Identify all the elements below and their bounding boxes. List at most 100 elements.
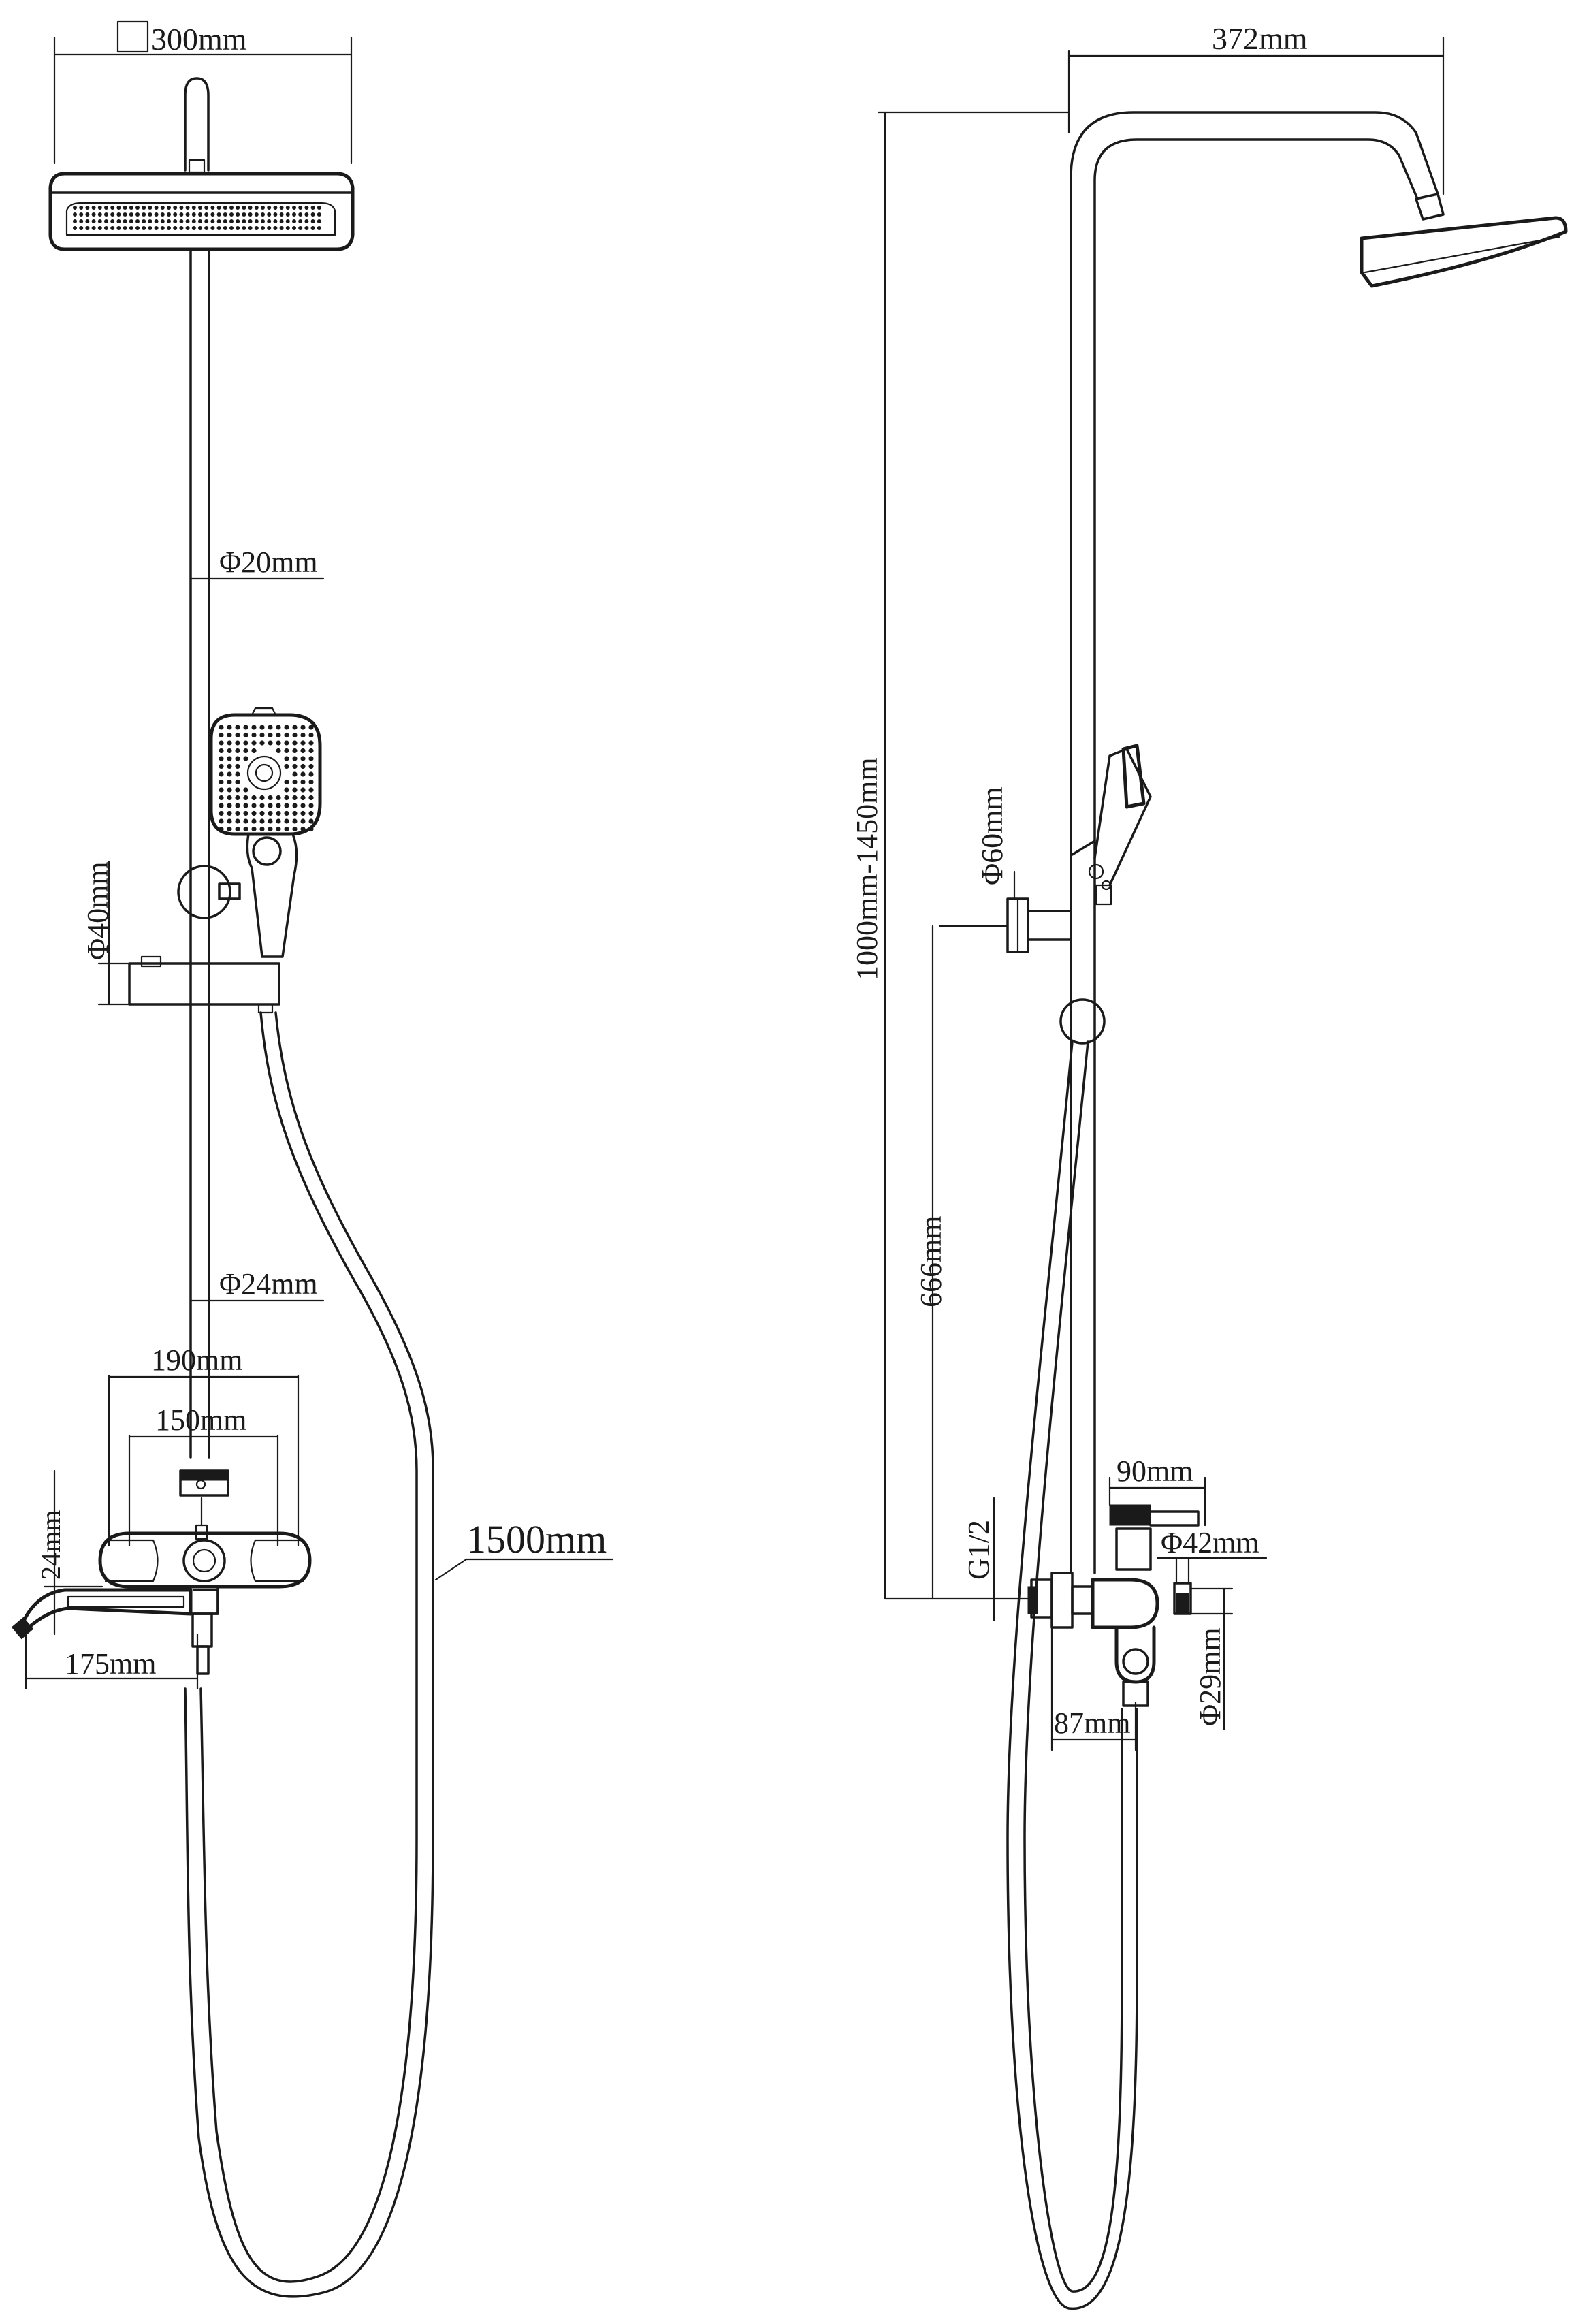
- hand-nozzle-dot: [284, 787, 289, 793]
- nozzle-dot: [273, 212, 278, 217]
- nozzle-dot: [116, 219, 121, 223]
- slide-holder: [128, 865, 280, 1014]
- nozzle-dot: [129, 219, 133, 223]
- nozzle-dot: [160, 212, 165, 217]
- nozzle-dot: [179, 219, 184, 223]
- hand-nozzle-dot: [276, 748, 281, 754]
- hand-nozzle-dot: [227, 771, 232, 777]
- nozzle-dot: [116, 226, 121, 230]
- hand-nozzle-dot: [284, 740, 289, 746]
- nozzle-dot: [204, 212, 209, 217]
- hand-nozzle-dot: [276, 803, 281, 808]
- hand-nozzle-dot: [243, 748, 248, 754]
- nozzle-dot: [160, 219, 165, 223]
- nozzle-dot: [292, 206, 296, 210]
- hand-nozzle-dot: [268, 810, 273, 816]
- rail-upper-label: Φ20mm: [219, 545, 318, 579]
- nozzle-dot: [142, 226, 146, 230]
- nozzle-dot: [310, 226, 315, 230]
- nozzle-dot: [185, 206, 190, 210]
- nozzle-dot: [116, 206, 121, 210]
- nozzle-dot: [167, 226, 171, 230]
- nozzle-dot: [173, 212, 178, 217]
- valve-width-dimensions: 190mm 150mm: [108, 1343, 300, 1547]
- holder-diameter-dimension: Φ40mm: [81, 860, 134, 1006]
- hand-nozzle-dot: [243, 740, 248, 746]
- nozzle-dot: [191, 219, 196, 223]
- nozzle-dot: [129, 226, 133, 230]
- arm-connector: [188, 159, 206, 174]
- nozzle-dot: [173, 219, 178, 223]
- nozzle-dot: [110, 212, 115, 217]
- nozzle-dot: [254, 212, 259, 217]
- mixer-valve: [98, 1469, 312, 1615]
- hand-nozzle-dot: [300, 795, 306, 801]
- hand-nozzle-dot: [227, 779, 232, 785]
- nozzle-dot: [236, 212, 240, 217]
- hand-nozzle-dot: [300, 818, 306, 824]
- nozzle-dot: [79, 226, 84, 230]
- hand-nozzle-dot: [300, 787, 306, 793]
- hand-nozzle-dot: [235, 818, 240, 824]
- hand-nozzle-dot: [227, 756, 232, 761]
- hand-nozzle-dot: [292, 818, 298, 824]
- hand-nozzle-dot: [268, 740, 273, 746]
- nozzle-dot: [317, 206, 321, 210]
- hand-nozzle-dot: [284, 795, 289, 801]
- nozzle-dot: [110, 219, 115, 223]
- hand-nozzle-dot: [251, 740, 257, 746]
- side-view: 372mm 1000mm-1450mm: [850, 21, 1568, 2310]
- hand-nozzle-dot: [227, 803, 232, 808]
- hand-nozzle-dot: [276, 818, 281, 824]
- hand-nozzle-dot: [243, 810, 248, 816]
- hand-nozzle-dot: [292, 725, 298, 730]
- nozzle-dot: [254, 219, 259, 223]
- hand-nozzle-dot: [219, 756, 224, 761]
- hand-nozzle-dot: [235, 787, 240, 793]
- hand-nozzle-dot: [259, 725, 265, 730]
- hand-nozzle-dot: [235, 748, 240, 754]
- nozzle-dot: [129, 212, 133, 217]
- nozzle-dot: [223, 212, 227, 217]
- nozzle-dot: [273, 226, 278, 230]
- nozzle-dot: [204, 219, 209, 223]
- hand-nozzle-dot: [219, 732, 224, 738]
- valve-height-dimension: 24mm: [35, 1469, 103, 1636]
- nozzle-dot: [298, 226, 303, 230]
- hand-nozzle-dot: [243, 756, 248, 761]
- arm-reach-label: 372mm: [1212, 21, 1308, 56]
- nozzle-dot: [185, 226, 190, 230]
- nozzle-dot: [210, 212, 215, 217]
- hand-nozzle-dot: [235, 756, 240, 761]
- nozzle-dot: [216, 219, 221, 223]
- hand-nozzle-dot: [219, 748, 224, 754]
- valve-body-diameter-label: Φ42mm: [1161, 1526, 1259, 1559]
- nozzle-dot: [135, 206, 140, 210]
- nozzle-dot: [304, 219, 309, 223]
- nozzle-dot: [236, 226, 240, 230]
- nozzle-dot: [160, 206, 165, 210]
- diverter-knob-icon: [180, 1470, 229, 1481]
- hand-nozzle-dot: [227, 748, 232, 754]
- hand-shower-handle: [246, 833, 298, 958]
- nozzle-dot: [279, 212, 284, 217]
- nozzle-dot: [154, 206, 159, 210]
- hand-nozzle-dot: [235, 740, 240, 746]
- nozzle-dot: [79, 212, 84, 217]
- nozzle-dot: [229, 206, 234, 210]
- nozzle-dot: [261, 206, 265, 210]
- hand-nozzle-dot: [227, 795, 232, 801]
- hand-nozzle-dot: [284, 818, 289, 824]
- hand-nozzle-dot: [268, 818, 273, 824]
- nozzle-dot: [216, 226, 221, 230]
- nozzle-dot: [79, 206, 84, 210]
- nozzle-dot: [154, 212, 159, 217]
- nozzle-dot: [123, 219, 127, 223]
- hand-nozzle-dot: [259, 803, 265, 808]
- side-hose: [1006, 1040, 1138, 2310]
- head-size-label: 300mm: [151, 22, 247, 57]
- front-view: 300mm Φ20mm: [11, 20, 614, 2298]
- nozzle-dot: [142, 206, 146, 210]
- nozzle-dot: [97, 212, 102, 217]
